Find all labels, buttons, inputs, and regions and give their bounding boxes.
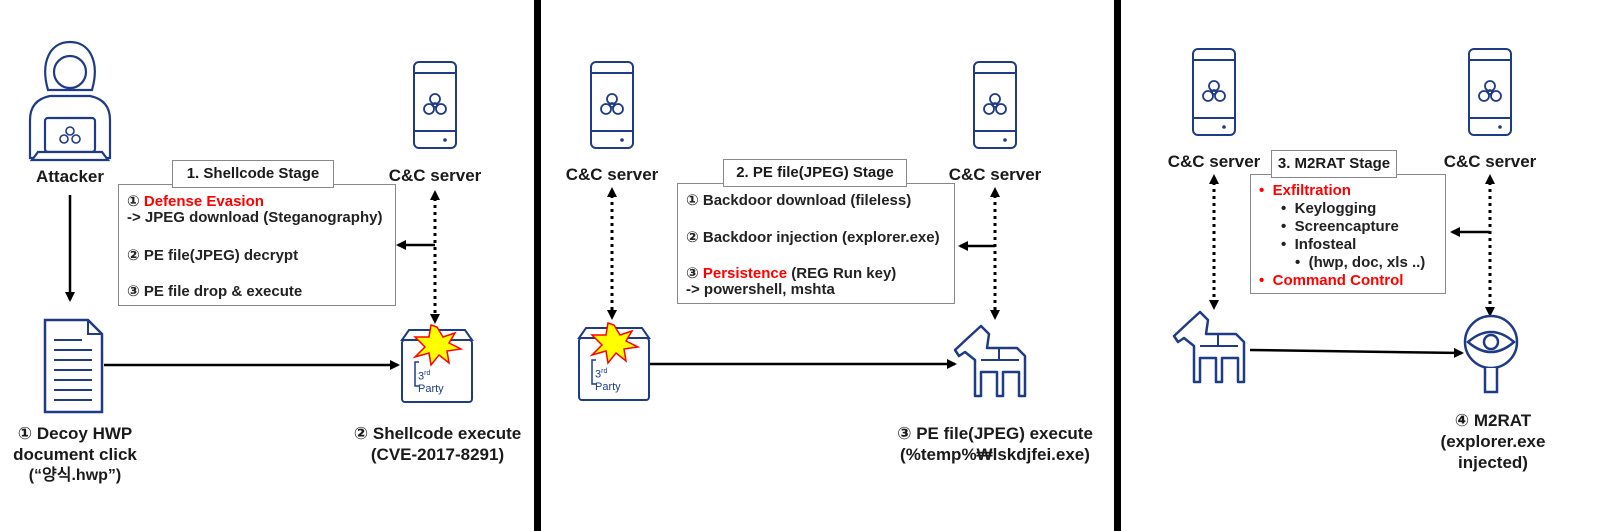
document-icon	[43, 318, 104, 414]
stage1-tag: 1. Shellcode Stage	[172, 160, 334, 188]
cc-server-right-icon-3	[1468, 48, 1512, 136]
trojan-to-eye-arrow	[1249, 347, 1464, 358]
party-box-label-1: 3rd Party	[418, 370, 444, 395]
shellcode-label: ② Shellcode execute (CVE-2017-8291)	[353, 424, 522, 464]
cc-server-left-label-3: C&C server	[1167, 152, 1261, 171]
trojan-horse-icon	[953, 324, 1027, 398]
panel-divider-1	[534, 0, 541, 531]
cc-server-right-label: C&C server	[948, 165, 1042, 184]
stage2-tag: 2. PE file(JPEG) Stage	[723, 159, 907, 187]
cc-server-left-label: C&C server	[565, 165, 659, 184]
pe-execute-label: ③ PE file(JPEG) execute (%temp%₩lskdjfei…	[897, 424, 1093, 464]
m2rat-label: ④ M2RAT (explorer.exe injected)	[1440, 411, 1546, 472]
attacker-label: Attacker	[35, 167, 105, 186]
decoy-label: ① Decoy HWP document click (“양식.hwp”)	[13, 424, 137, 484]
cc-server-icon	[413, 61, 457, 149]
cc-server-left-icon	[590, 61, 634, 149]
attacker-icon	[28, 40, 112, 162]
trojan-horse-icon-3	[1172, 310, 1246, 384]
stage3-box: • Exfiltration • Keylogging • Screencapt…	[1250, 174, 1446, 294]
panel-divider-2	[1114, 0, 1121, 531]
cc-server-left-icon-3	[1192, 48, 1236, 136]
cc-server-right-label-3: C&C server	[1443, 152, 1537, 171]
stage2-box: ① Backdoor download (fileless) ② Backdoo…	[677, 183, 955, 304]
party-box-label-2: 3rd Party	[595, 368, 621, 393]
cc-server-label: C&C server	[388, 166, 482, 185]
stage1-box: ① Defense Evasion -> JPEG download (Steg…	[118, 184, 396, 306]
cc-server-right-icon	[973, 61, 1017, 149]
eye-magnifier-icon	[1463, 314, 1519, 394]
stage3-tag: 3. M2RAT Stage	[1271, 150, 1397, 178]
